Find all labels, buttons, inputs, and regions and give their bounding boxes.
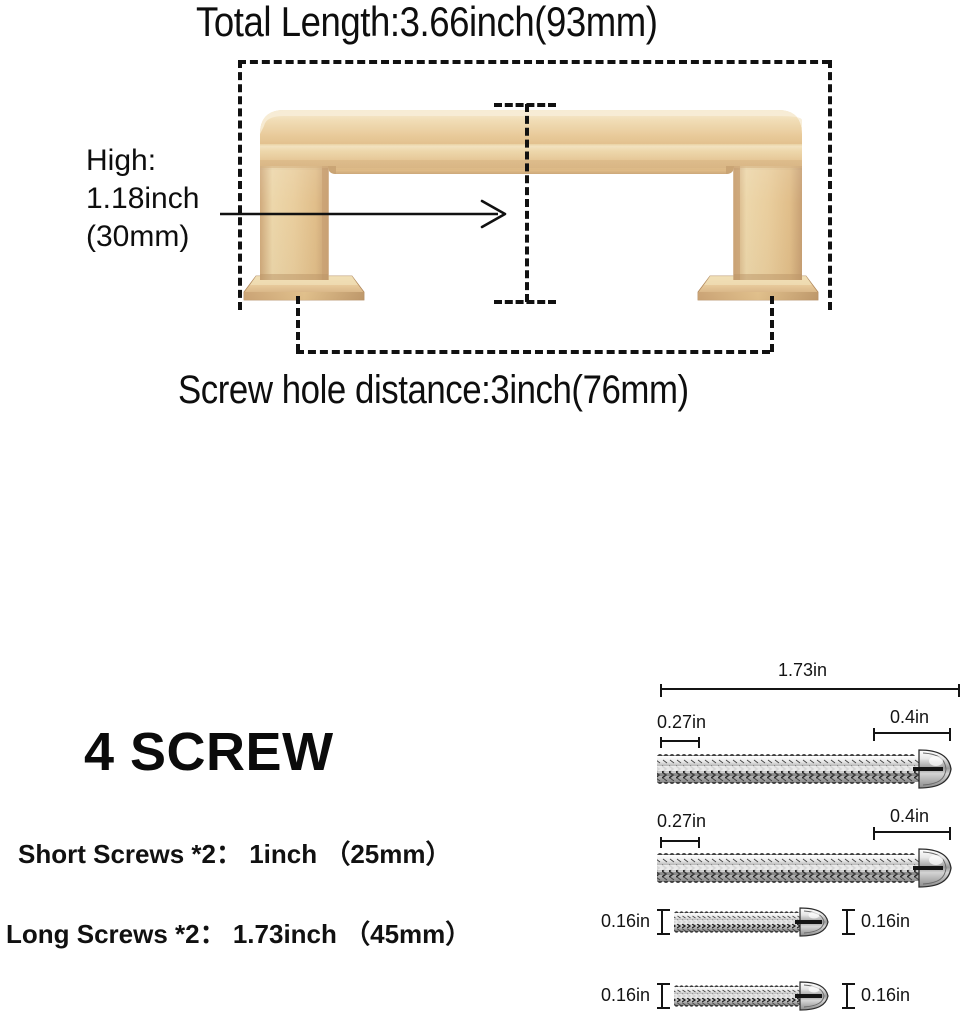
hole-distance-dashed-bottom [296, 350, 770, 354]
hole-distance-dashed-left [296, 296, 300, 352]
short-screw-1-right-caliper [842, 909, 855, 935]
short-screw-2-right-caliper [842, 983, 855, 1009]
long-screw-2-head-dimension-line [873, 827, 951, 840]
long-screw-1-overall-label: 1.73in [778, 660, 828, 680]
short-screw-2-illustration [672, 980, 834, 1012]
long-screw-2-head-label: 0.4in [890, 806, 930, 826]
height-arrow [220, 198, 510, 230]
long-screw-1-head-label: 0.4in [890, 707, 930, 727]
short-screw-2-right-label: 0.16in [861, 985, 911, 1005]
height-tick-bottom [494, 300, 556, 304]
long-screw-2-thread-label: 0.27in [657, 811, 707, 831]
height-dashed-line [525, 104, 529, 302]
total-length-dashed-top [238, 60, 830, 64]
short-screw-1-left-caliper [657, 909, 670, 935]
total-length-title: Total Length:3.66inch(93mm) [196, 0, 658, 45]
long-screw-1-thread-dimension-line [660, 737, 700, 748]
short-screw-2-left-label: 0.16in [601, 985, 651, 1005]
height-label-line1: High: [86, 144, 157, 177]
long-screw-2-illustration [655, 845, 961, 891]
short-screw-2-left-caliper [657, 983, 670, 1009]
short-screw-1-illustration [672, 906, 834, 938]
screw-count-heading: 4 SCREW [84, 722, 334, 782]
short-screw-1-right-label: 0.16in [861, 911, 911, 931]
screw-hole-distance-title: Screw hole distance:3inch(76mm) [178, 368, 689, 412]
short-screw-1-left-label: 0.16in [601, 911, 651, 931]
long-screws-spec: Long Screws *2： 1.73inch （45mm） [6, 919, 472, 949]
long-screw-1-thread-label: 0.27in [657, 712, 707, 732]
height-label-group: High: 1.18inch (30mm) [86, 142, 199, 256]
total-length-dashed-left [238, 60, 242, 310]
short-screws-spec: Short Screws *2： 1inch （25mm） [18, 839, 452, 869]
long-screw-1-overall-dimension-line [660, 684, 960, 697]
cabinet-pull-handle-illustration [238, 104, 824, 304]
long-screw-1-head-dimension-line [873, 728, 951, 741]
hole-distance-dashed-right [770, 296, 774, 352]
total-length-dashed-right [828, 60, 832, 310]
long-screw-2-thread-dimension-line [660, 837, 700, 848]
long-screw-1-illustration [655, 746, 961, 792]
height-label-line3: (30mm) [86, 220, 190, 253]
height-label-line2: 1.18inch [86, 182, 200, 215]
